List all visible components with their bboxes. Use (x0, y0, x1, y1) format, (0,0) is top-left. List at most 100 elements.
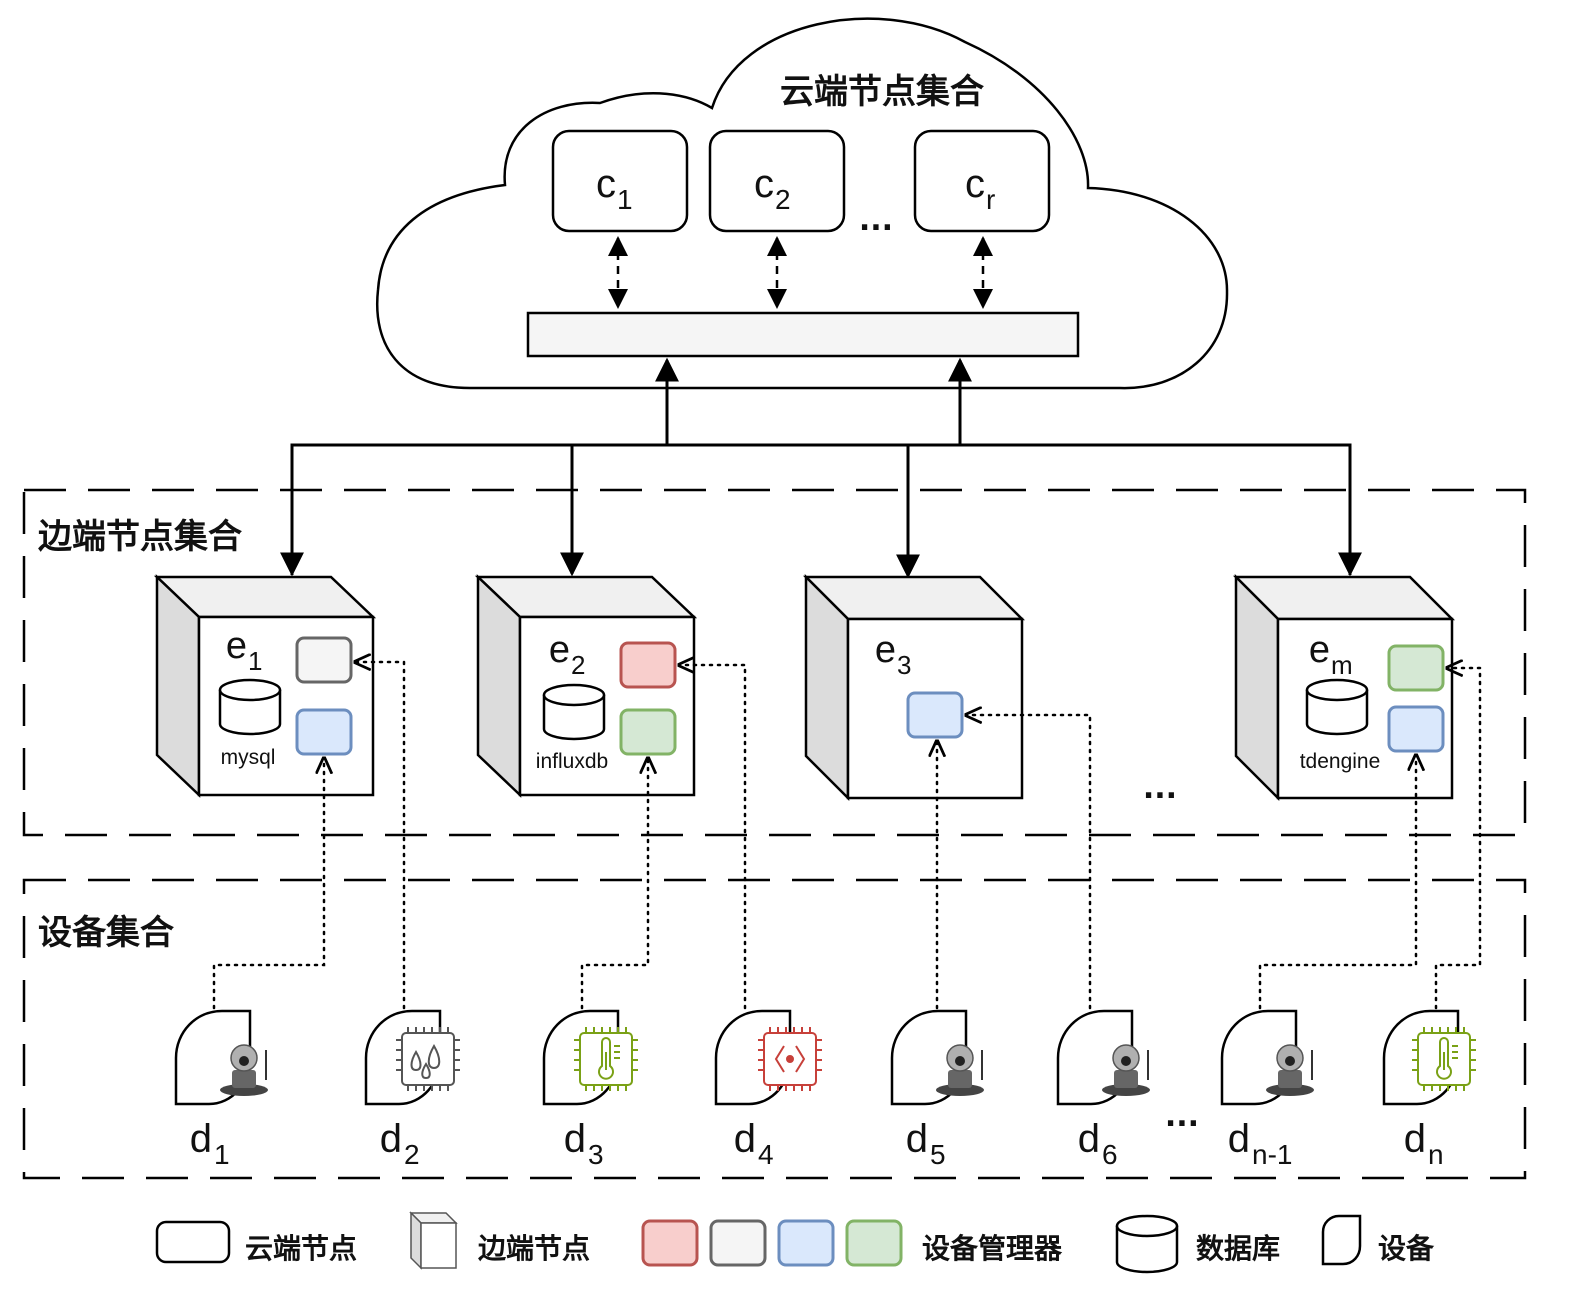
database-label: mysql (221, 746, 276, 769)
cloud-node-1: c 1 (551, 129, 689, 233)
cloud-node-label: c (965, 162, 985, 206)
camera-icon (936, 1044, 984, 1096)
edge-node-label: e (875, 629, 896, 671)
svg-text:1: 1 (617, 184, 633, 215)
edge-node-label: e (1309, 629, 1330, 671)
legend-manager-green (845, 1219, 903, 1267)
database-icon (542, 683, 606, 741)
database-icon (1305, 678, 1369, 736)
device-subscript: 5 (930, 1139, 946, 1170)
svg-text:c: c (754, 162, 774, 206)
svg-text:4: 4 (758, 1139, 774, 1170)
device-manager-green (1387, 644, 1445, 692)
svg-text:d: d (734, 1117, 756, 1161)
cloud-node-r: c r (913, 129, 1051, 233)
legend-database-icon (1115, 1214, 1179, 1274)
cloud-node-subscript: 2 (775, 184, 791, 215)
device-3: d 3 (542, 1009, 638, 1170)
device-4: d 4 (714, 1009, 822, 1170)
device-subscript: 6 (1102, 1139, 1118, 1170)
svg-text:5: 5 (930, 1139, 946, 1170)
svg-text:d: d (380, 1117, 402, 1161)
svg-text:d: d (190, 1117, 212, 1161)
cloud-region: 云端节点集合 c 1 c 2 ... c r (375, 17, 1229, 390)
device-manager-blue (1387, 705, 1445, 753)
svg-text:n-1: n-1 (1252, 1139, 1292, 1170)
svg-text:d: d (1228, 1117, 1250, 1161)
svg-text:n: n (1428, 1139, 1444, 1170)
cloud-node-subscript: 1 (617, 184, 633, 215)
device-region: 设备集合 (22, 878, 1527, 1180)
code-chip-icon (758, 1027, 822, 1091)
device-subscript: 2 (404, 1139, 420, 1170)
device-n: d n (1382, 1009, 1476, 1170)
device-label: d (734, 1117, 756, 1161)
svg-text:r: r (986, 184, 995, 215)
device-label: d (1228, 1117, 1250, 1161)
legend-cloud-node-label: 云端节点 (245, 1232, 357, 1265)
device-label: d (380, 1117, 402, 1161)
temperature-chip-icon (574, 1027, 638, 1091)
svg-text:d: d (1078, 1117, 1100, 1161)
svg-text:e: e (875, 629, 896, 671)
database-label: influxdb (536, 750, 608, 773)
database-label: tdengine (1300, 750, 1381, 773)
edge-title: 边端节点集合 (38, 517, 242, 557)
svg-text:1: 1 (248, 646, 262, 676)
cloud-node-2: c 2 (708, 129, 846, 233)
legend-device-icon (1321, 1214, 1362, 1266)
svg-text:c: c (965, 162, 985, 206)
devices-title: 设备集合 (38, 913, 174, 953)
edge-node-label: e (549, 629, 570, 671)
legend-manager-gray (709, 1219, 767, 1267)
svg-text:1: 1 (214, 1139, 230, 1170)
svg-text:2: 2 (571, 650, 585, 680)
svg-text:3: 3 (897, 650, 911, 680)
humidity-chip-icon (396, 1027, 460, 1091)
cloud-ellipsis: ... (859, 203, 893, 238)
legend-device-label: 设备 (1378, 1232, 1435, 1265)
svg-text:e: e (226, 625, 247, 667)
camera-icon (220, 1044, 268, 1096)
cloud-bus-links (608, 236, 993, 309)
device-manager-red (619, 641, 677, 689)
legend-cloud-node-swatch (155, 1220, 231, 1264)
device-label: d (1404, 1117, 1426, 1161)
device-subscript: 4 (758, 1139, 774, 1170)
cloud-node-label: c (754, 162, 774, 206)
svg-text:c: c (596, 162, 616, 206)
edge-node-2: e 2 influxdb (474, 574, 698, 798)
svg-text:d: d (1404, 1117, 1426, 1161)
device-2: d 2 (364, 1009, 460, 1170)
device-manager-blue (295, 708, 353, 756)
legend: 云端节点 边端节点 设备管理器 数据库 设备 (155, 1211, 1435, 1274)
edge-node-subscript: 2 (571, 650, 585, 680)
device-subscript: n (1428, 1139, 1444, 1170)
device-subscript: 1 (214, 1139, 230, 1170)
camera-icon (1266, 1044, 1314, 1096)
device-manager-blue (906, 691, 964, 739)
device-manager-links (212, 662, 1482, 1010)
svg-text:2: 2 (404, 1139, 420, 1170)
svg-text:d: d (564, 1117, 586, 1161)
edge-node-label: e (226, 625, 247, 667)
svg-text:2: 2 (775, 184, 791, 215)
cloud-title: 云端节点集合 (780, 72, 984, 112)
svg-text:m: m (1331, 650, 1353, 680)
svg-text:d: d (906, 1117, 928, 1161)
legend-device-manager-label: 设备管理器 (922, 1232, 1063, 1265)
device-n-1: d n-1 (1220, 1009, 1314, 1170)
edge-node-1: e 1 mysql (153, 574, 377, 798)
device-label: d (190, 1117, 212, 1161)
cloud-edge-links (280, 357, 1362, 579)
device-manager-green (619, 708, 677, 756)
device-subscript: n-1 (1252, 1139, 1292, 1170)
legend-edge-node-swatch (409, 1211, 458, 1270)
database-icon (218, 678, 282, 736)
device-manager-gray (295, 636, 353, 684)
cloud-node-subscript: r (986, 184, 995, 215)
legend-manager-blue (777, 1219, 835, 1267)
svg-text:3: 3 (588, 1139, 604, 1170)
device-5: d 5 (890, 1009, 984, 1170)
